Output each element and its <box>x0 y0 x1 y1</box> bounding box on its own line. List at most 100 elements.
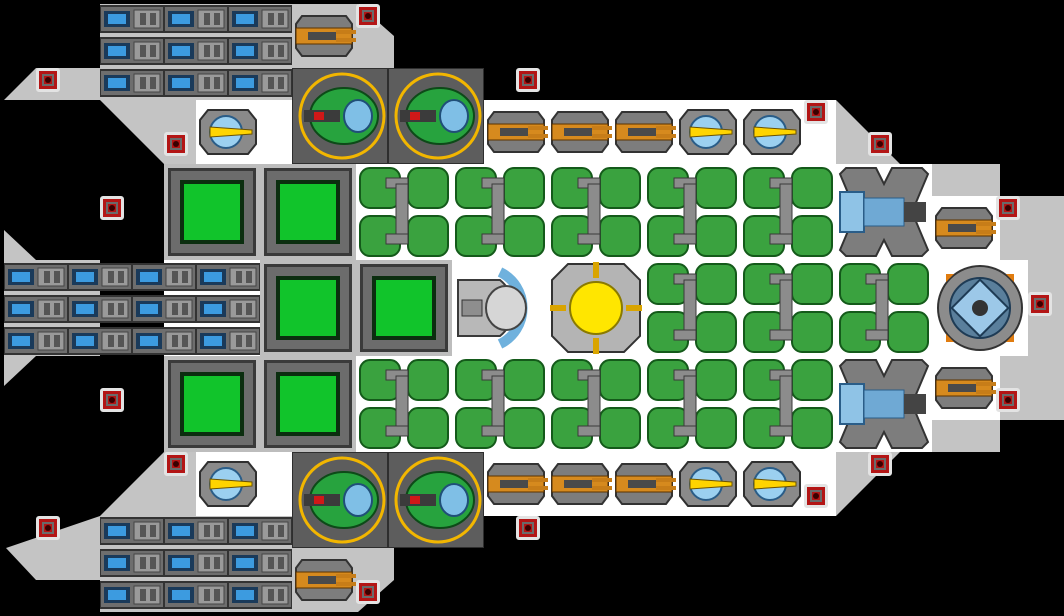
cannon-module[interactable] <box>548 452 612 516</box>
cannon-module[interactable] <box>484 100 548 164</box>
tank-module[interactable] <box>356 356 452 452</box>
thruster-module[interactable] <box>131 326 197 356</box>
storage-module[interactable] <box>260 164 356 260</box>
mine-module[interactable] <box>356 580 380 604</box>
mine-module[interactable] <box>516 68 540 92</box>
thruster-module[interactable] <box>99 68 165 98</box>
mine-module[interactable] <box>868 132 892 156</box>
launcher-module[interactable] <box>291 67 389 165</box>
thruster-module[interactable] <box>99 36 165 66</box>
fuel-tank-icon <box>644 260 740 356</box>
laser-module[interactable] <box>740 100 804 164</box>
thruster-module[interactable] <box>163 580 229 610</box>
laser-module[interactable] <box>676 100 740 164</box>
thruster-module[interactable] <box>67 326 133 356</box>
launcher-module[interactable] <box>291 451 389 549</box>
tank-module[interactable] <box>644 164 740 260</box>
mine-module[interactable] <box>164 132 188 156</box>
cannon-module[interactable] <box>292 4 356 68</box>
mine-module[interactable] <box>804 100 828 124</box>
cannon-module[interactable] <box>612 452 676 516</box>
thruster-module[interactable] <box>195 294 261 324</box>
mine-module[interactable] <box>356 4 380 28</box>
laser-module[interactable] <box>676 452 740 516</box>
thruster-icon <box>227 517 293 545</box>
tank-module[interactable] <box>548 356 644 452</box>
thruster-module[interactable] <box>131 294 197 324</box>
laser-module[interactable] <box>196 100 260 164</box>
thruster-module[interactable] <box>99 4 165 34</box>
tank-module[interactable] <box>740 260 836 356</box>
tank-module[interactable] <box>740 356 836 452</box>
launcher-module[interactable] <box>387 451 485 549</box>
shield-module[interactable] <box>932 260 1028 356</box>
thruster-module[interactable] <box>163 4 229 34</box>
core-module[interactable] <box>548 260 644 356</box>
mine-module[interactable] <box>36 516 60 540</box>
mine-module[interactable] <box>100 196 124 220</box>
mine-module[interactable] <box>36 68 60 92</box>
mine-module[interactable] <box>804 484 828 508</box>
cannon-module[interactable] <box>932 356 996 420</box>
thruster-icon <box>131 327 197 355</box>
thruster-module[interactable] <box>3 294 69 324</box>
cannon-module[interactable] <box>548 100 612 164</box>
thruster-module[interactable] <box>67 262 133 292</box>
thruster-module[interactable] <box>227 516 293 546</box>
laser-module[interactable] <box>740 452 804 516</box>
mine-module[interactable] <box>164 452 188 476</box>
cannon-module[interactable] <box>612 100 676 164</box>
mine-module[interactable] <box>996 388 1020 412</box>
thruster-icon <box>3 295 69 323</box>
storage-module[interactable] <box>164 356 260 452</box>
thruster-module[interactable] <box>67 294 133 324</box>
storage-module[interactable] <box>260 260 356 356</box>
thruster-module[interactable] <box>227 548 293 578</box>
thruster-module[interactable] <box>163 36 229 66</box>
storage-module[interactable] <box>164 164 260 260</box>
tank-module[interactable] <box>356 164 452 260</box>
thruster-module[interactable] <box>99 580 165 610</box>
tank-module[interactable] <box>740 164 836 260</box>
thruster-module[interactable] <box>195 262 261 292</box>
thruster-module[interactable] <box>227 4 293 34</box>
thruster-module[interactable] <box>3 326 69 356</box>
thruster-module[interactable] <box>131 262 197 292</box>
tank-module[interactable] <box>644 260 740 356</box>
storage-module[interactable] <box>356 260 452 356</box>
cannon-module[interactable] <box>292 548 356 612</box>
storage-module[interactable] <box>260 356 356 452</box>
thruster-module[interactable] <box>163 68 229 98</box>
thruster-module[interactable] <box>195 326 261 356</box>
fuel-tank-icon <box>548 356 644 452</box>
mine-module[interactable] <box>996 196 1020 220</box>
thruster-icon <box>99 5 165 33</box>
thruster-module[interactable] <box>227 68 293 98</box>
thruster-module[interactable] <box>163 516 229 546</box>
autocannon-icon <box>935 207 996 249</box>
thruster-module[interactable] <box>227 36 293 66</box>
tank-module[interactable] <box>836 260 932 356</box>
cannon-module[interactable] <box>932 196 996 260</box>
thruster-module[interactable] <box>163 548 229 578</box>
cockpit-module[interactable] <box>452 260 548 356</box>
thruster-module[interactable] <box>3 262 69 292</box>
tank-module[interactable] <box>644 356 740 452</box>
cannon-module[interactable] <box>484 452 548 516</box>
tank-module[interactable] <box>452 356 548 452</box>
cockpit-icon <box>452 260 548 356</box>
laser-module[interactable] <box>196 452 260 516</box>
engine-module[interactable] <box>836 356 932 452</box>
engine-module[interactable] <box>836 164 932 260</box>
thruster-module[interactable] <box>99 516 165 546</box>
thruster-module[interactable] <box>99 548 165 578</box>
tank-module[interactable] <box>548 164 644 260</box>
thruster-module[interactable] <box>227 580 293 610</box>
tank-module[interactable] <box>452 164 548 260</box>
mine-module[interactable] <box>1028 292 1052 316</box>
launcher-module[interactable] <box>387 67 485 165</box>
mine-module[interactable] <box>868 452 892 476</box>
mine-module[interactable] <box>100 388 124 412</box>
mine-module[interactable] <box>516 516 540 540</box>
